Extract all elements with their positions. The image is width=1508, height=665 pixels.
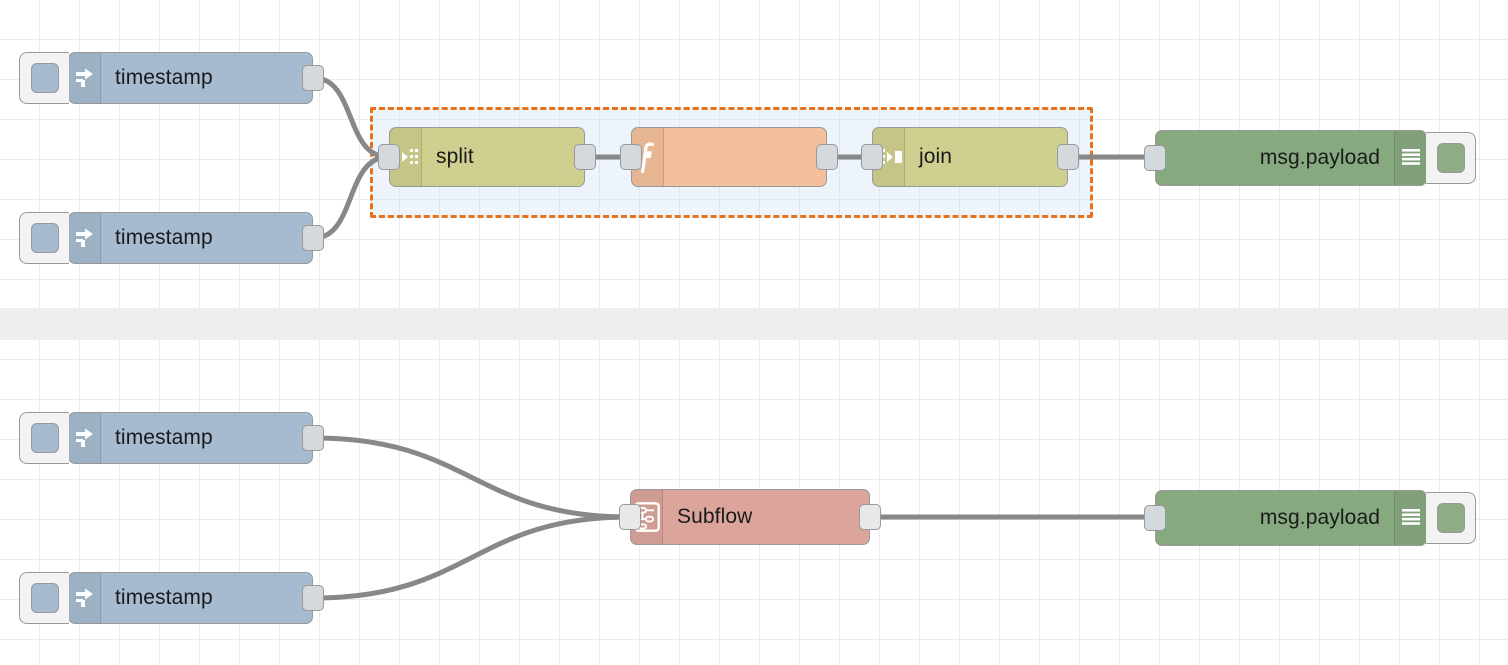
arrow-right-inject-icon	[69, 213, 101, 263]
inject-node-label: timestamp	[115, 586, 213, 609]
output-port[interactable]	[302, 425, 324, 451]
output-port[interactable]	[302, 65, 324, 91]
inject-node-label: timestamp	[115, 426, 213, 449]
inject-trigger-button[interactable]	[19, 572, 69, 624]
debug-toggle-button[interactable]	[1426, 132, 1476, 184]
debug-lines-icon	[1394, 131, 1426, 185]
inject-node-timestamp-4[interactable]: timestamp	[19, 572, 324, 624]
debug-button-nub	[1436, 143, 1465, 173]
split-node-label: split	[436, 145, 474, 168]
output-port[interactable]	[816, 144, 838, 170]
input-port[interactable]	[861, 144, 883, 170]
join-node[interactable]: join	[861, 127, 1079, 187]
inject-node-label: timestamp	[115, 66, 213, 89]
flow-divider-band	[0, 308, 1508, 340]
join-node-label: join	[919, 145, 953, 168]
arrow-right-inject-icon	[69, 573, 101, 623]
function-node[interactable]	[620, 127, 838, 187]
inject-node-timestamp-3[interactable]: timestamp	[19, 412, 324, 464]
wire-inject3-to-subflow	[311, 435, 632, 520]
output-port[interactable]	[574, 144, 596, 170]
debug-toggle-button[interactable]	[1426, 492, 1476, 544]
input-port[interactable]	[1144, 145, 1166, 171]
arrow-right-inject-icon	[69, 413, 101, 463]
arrow-right-inject-icon	[69, 53, 101, 103]
wire-inject4-to-subflow	[311, 514, 632, 601]
inject-node-timestamp-1[interactable]: timestamp	[19, 52, 324, 104]
inject-button-nub	[30, 423, 59, 453]
debug-lines-icon	[1394, 491, 1426, 545]
input-port[interactable]	[378, 144, 400, 170]
input-port[interactable]	[619, 504, 641, 530]
debug-node-label: msg.payload	[1259, 146, 1380, 169]
split-node[interactable]: split	[378, 127, 596, 187]
inject-button-nub	[30, 63, 59, 93]
inject-trigger-button[interactable]	[19, 212, 69, 264]
output-port[interactable]	[1057, 144, 1079, 170]
input-port[interactable]	[620, 144, 642, 170]
subflow-node-label: Subflow	[677, 505, 753, 528]
inject-button-nub	[30, 223, 59, 253]
inject-node-timestamp-2[interactable]: timestamp	[19, 212, 324, 264]
debug-node-msg-payload-2[interactable]: msg.payload	[1144, 490, 1476, 546]
function-node-label	[664, 128, 826, 186]
debug-node-label: msg.payload	[1259, 506, 1380, 529]
debug-node-msg-payload-1[interactable]: msg.payload	[1144, 130, 1476, 186]
inject-button-nub	[30, 583, 59, 613]
output-port[interactable]	[859, 504, 881, 530]
inject-trigger-button[interactable]	[19, 52, 69, 104]
debug-button-nub	[1436, 503, 1465, 533]
output-port[interactable]	[302, 585, 324, 611]
inject-node-label: timestamp	[115, 226, 213, 249]
inject-trigger-button[interactable]	[19, 412, 69, 464]
input-port[interactable]	[1144, 505, 1166, 531]
output-port[interactable]	[302, 225, 324, 251]
subflow-node[interactable]: Subflow	[619, 489, 881, 545]
